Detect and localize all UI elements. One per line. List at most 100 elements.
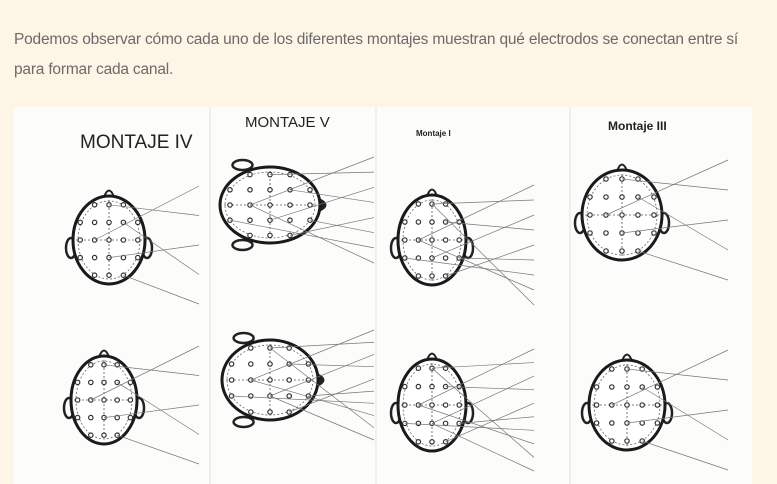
electrode: [442, 255, 449, 261]
connection-line: [249, 204, 375, 264]
electrode: [88, 379, 94, 386]
electrode: [442, 365, 449, 372]
electrode: [401, 383, 408, 390]
connection-line: [289, 217, 375, 236]
connection-line: [431, 362, 535, 369]
ear-icon: [232, 331, 255, 345]
electrode: [91, 202, 98, 208]
electrode: [114, 397, 121, 403]
electrode: [120, 202, 127, 208]
electrode: [227, 202, 233, 208]
electrode: [401, 402, 408, 408]
electrode: [415, 219, 422, 225]
connection-line: [642, 386, 729, 441]
electrode: [228, 377, 235, 383]
electrode: [267, 187, 273, 193]
electrode: [429, 219, 435, 225]
electrode: [74, 397, 81, 403]
connection-line: [123, 274, 200, 305]
connection-line: [269, 395, 375, 441]
connection-line: [229, 219, 375, 249]
electrode: [248, 361, 254, 367]
electrode: [135, 237, 141, 243]
electrode: [307, 187, 313, 193]
connection-line: [445, 402, 535, 443]
electrode: [415, 438, 422, 445]
electrode: [639, 402, 646, 408]
electrode: [619, 212, 625, 218]
connection-line: [637, 196, 729, 251]
connection-line: [269, 347, 375, 429]
connection-line: [231, 395, 375, 404]
eeg-montages-figure: MONTAJE IV MONTAJE V Montaje I Montaje I…: [14, 107, 752, 484]
connection-line: [103, 404, 200, 418]
connection-line: [308, 390, 375, 397]
electrode: [619, 248, 625, 254]
title-montaje-iv: MONTAJE IV: [80, 132, 193, 153]
connection-line: [459, 416, 535, 424]
connection-line: [445, 386, 535, 391]
electrode: [267, 232, 273, 239]
electrode: [442, 237, 449, 243]
connection-line: [117, 434, 200, 465]
electrode: [442, 420, 449, 427]
electrode: [101, 379, 107, 386]
electrode: [77, 219, 83, 226]
electrode: [127, 414, 134, 421]
connection-line: [621, 178, 729, 191]
electrode: [267, 361, 273, 367]
electrode: [74, 414, 81, 421]
electrode: [603, 176, 609, 182]
ear-icon: [231, 158, 254, 172]
connection-line: [605, 159, 729, 216]
connection-line: [108, 204, 200, 216]
connection-line: [626, 409, 729, 424]
connection-line: [445, 244, 535, 277]
electrode: [287, 217, 293, 224]
electrode: [91, 272, 98, 279]
connection-line: [289, 189, 375, 203]
connection-line: [431, 423, 535, 472]
electrode: [135, 254, 141, 261]
electrode: [651, 194, 657, 200]
electrode: [429, 273, 435, 279]
electrode: [227, 187, 233, 193]
electrode: [247, 217, 253, 224]
connection-line: [250, 329, 375, 381]
electrode: [624, 402, 630, 408]
electrode: [91, 254, 98, 261]
connection-line: [309, 219, 375, 234]
electrode: [101, 432, 107, 439]
head-inner-outline: [226, 344, 314, 416]
body-paragraph: Podemos observar cómo cada uno de los di…: [14, 30, 739, 78]
electrode: [415, 201, 422, 207]
electrode: [305, 361, 312, 367]
electrode: [415, 237, 422, 243]
electrode: [286, 345, 293, 351]
electrode: [593, 420, 600, 426]
electrode: [228, 361, 235, 367]
electrode: [639, 366, 646, 372]
electrode: [429, 237, 435, 243]
electrode: [593, 402, 600, 408]
connection-line: [642, 440, 729, 471]
electrode: [248, 345, 254, 351]
connection-line: [249, 156, 375, 206]
connection-line: [418, 184, 535, 241]
electrode: [307, 202, 313, 208]
connection-line: [123, 222, 200, 275]
electrode: [624, 438, 630, 444]
montage-diagrams: [62, 107, 729, 484]
electrode: [248, 393, 254, 399]
electrode: [415, 255, 422, 261]
electrode: [415, 420, 422, 427]
electrode: [248, 409, 254, 415]
connection-line: [611, 349, 729, 406]
electrode: [101, 397, 107, 403]
electrode: [608, 438, 615, 444]
electrode: [603, 194, 609, 200]
connection-line: [459, 257, 535, 261]
electrode: [442, 438, 449, 445]
electrode: [635, 176, 641, 182]
electrode: [120, 237, 127, 243]
